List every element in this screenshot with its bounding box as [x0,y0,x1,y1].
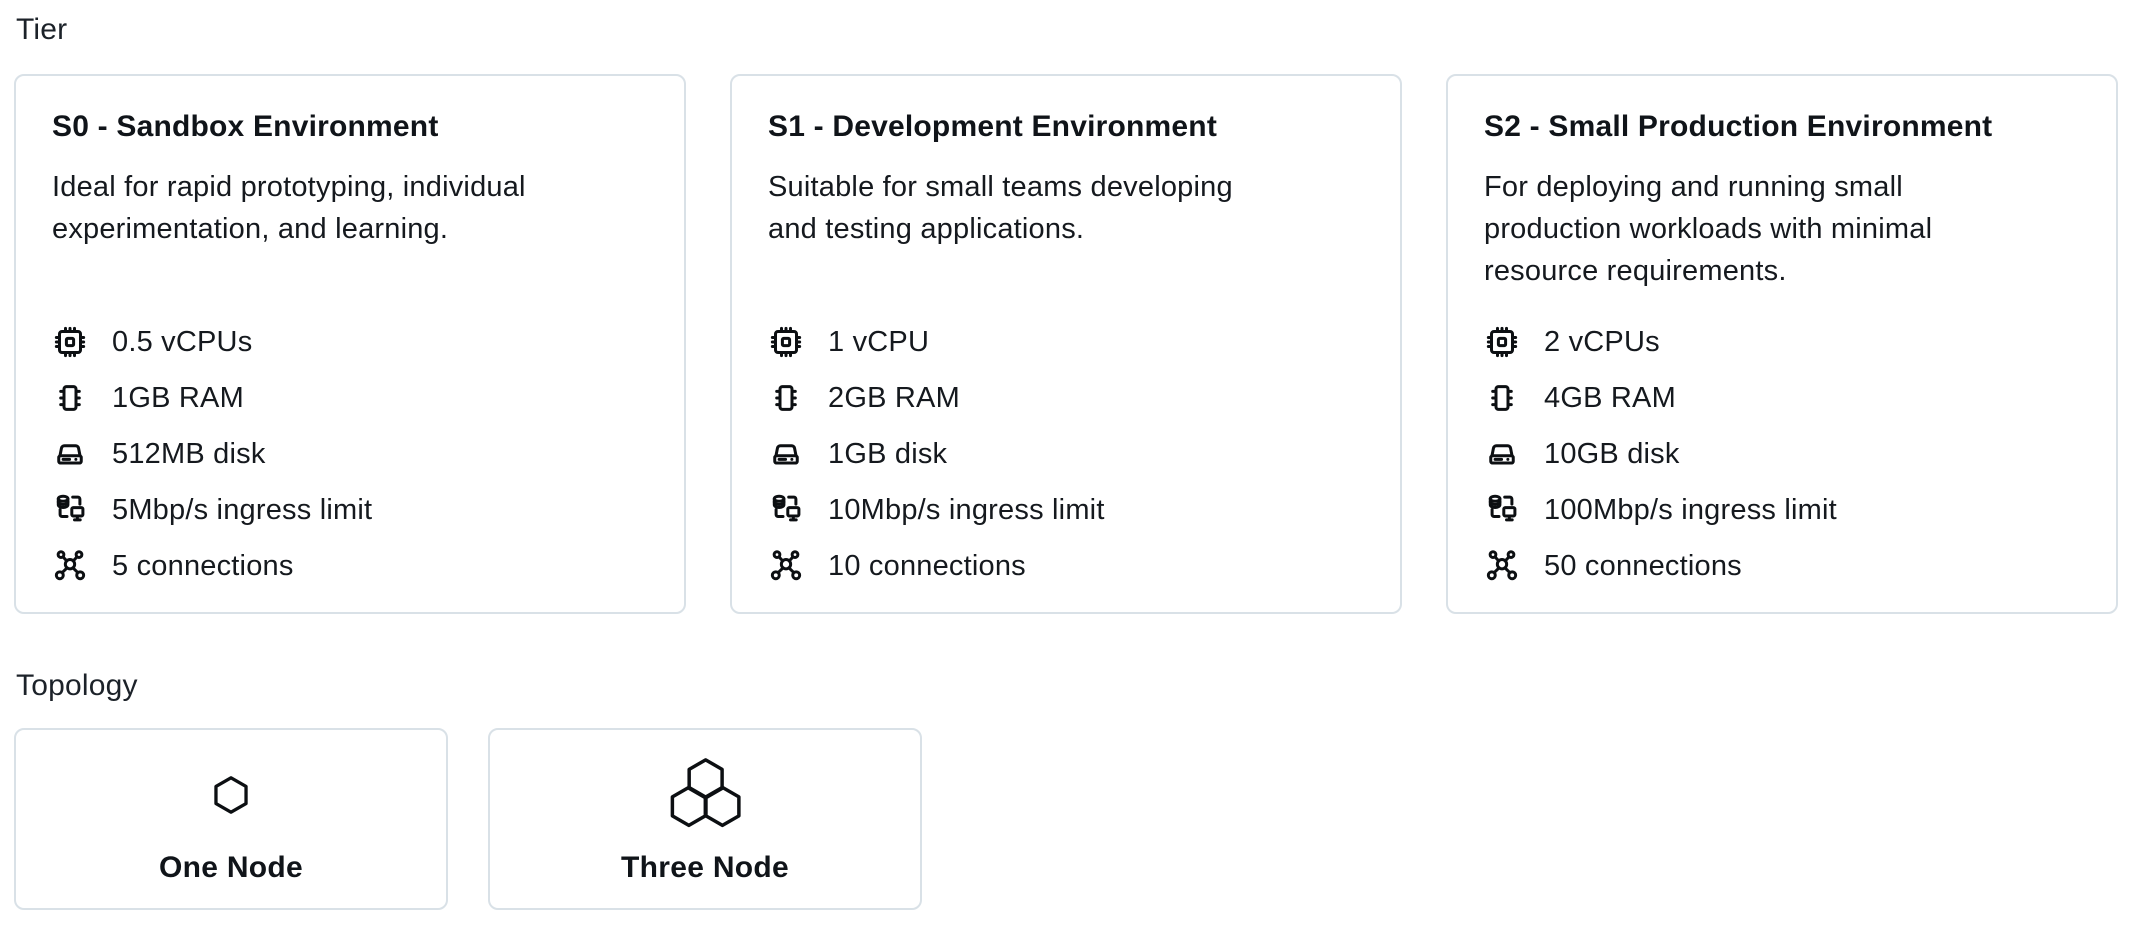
disk-icon [1484,436,1520,472]
tier-description: For deploying and running small producti… [1484,171,1933,287]
spec-row-disk: 1GB disk [768,436,1364,472]
ram-icon [768,380,804,416]
spec-label: 10Mbp/s ingress limit [828,494,1105,526]
cpu-icon [52,324,88,360]
tier-title: S1 - Development Environment [768,110,1218,143]
spec-row-ram: 1GB RAM [52,380,648,416]
ingress-icon [768,492,804,528]
spec-label: 1GB disk [828,438,948,470]
spec-label: 10GB disk [1544,438,1680,470]
disk-icon [52,436,88,472]
spec-row-connections: 50 connections [1484,548,2080,584]
connections-icon [52,548,88,584]
topology-section-label: Topology [16,669,138,702]
spec-label: 100Mbp/s ingress limit [1544,494,1837,526]
spec-row-connections: 5 connections [52,548,648,584]
topology-card-row: One Node Three Node [14,728,2118,910]
tier-card-s2[interactable]: S2 - Small Production Environment For de… [1446,74,2118,614]
tier-card-s0[interactable]: S0 - Sandbox Environment Ideal for rapid… [14,74,686,614]
connections-icon [1484,548,1520,584]
spec-list: 0.5 vCPUs 1GB RAM 512MB disk 5Mbp/s ingr… [52,324,648,584]
ingress-icon [1484,492,1520,528]
spec-row-disk: 512MB disk [52,436,648,472]
disk-icon [768,436,804,472]
spec-label: 0.5 vCPUs [112,326,253,358]
spec-label: 2 vCPUs [1544,326,1660,358]
spec-row-ingress: 100Mbp/s ingress limit [1484,492,2080,528]
spec-label: 1GB RAM [112,382,244,414]
spec-row-ram: 4GB RAM [1484,380,2080,416]
connections-icon [768,548,804,584]
spec-row-ram: 2GB RAM [768,380,1364,416]
spec-label: 5Mbp/s ingress limit [112,494,373,526]
topology-name: One Node [158,851,304,884]
spec-label: 4GB RAM [1544,382,1676,414]
tier-card-s1[interactable]: S1 - Development Environment Suitable fo… [730,74,1402,614]
spec-label: 1 vCPU [828,326,930,358]
spec-row-cpu: 2 vCPUs [1484,324,2080,360]
spec-row-ingress: 10Mbp/s ingress limit [768,492,1364,528]
cpu-icon [1484,324,1520,360]
ingress-icon [52,492,88,528]
spec-label: 2GB RAM [828,382,960,414]
ram-icon [52,380,88,416]
topology-name: Three Node [620,851,790,884]
spec-row-disk: 10GB disk [1484,436,2080,472]
spec-list: 1 vCPU 2GB RAM 1GB disk 10Mbp/s ingress … [768,324,1364,584]
spec-row-cpu: 1 vCPU [768,324,1364,360]
tier-card-row: S0 - Sandbox Environment Ideal for rapid… [14,74,2118,614]
spec-row-cpu: 0.5 vCPUs [52,324,648,360]
ram-icon [1484,380,1520,416]
tier-section-label: Tier [16,13,68,46]
one-node-icon [209,753,253,837]
spec-label: 512MB disk [112,438,266,470]
spec-row-ingress: 5Mbp/s ingress limit [52,492,648,528]
tier-description: Suitable for small teams developing and … [768,171,1233,245]
spec-label: 10 connections [828,550,1026,582]
cpu-icon [768,324,804,360]
topology-card-one-node[interactable]: One Node [14,728,448,910]
tier-title: S0 - Sandbox Environment [52,110,439,143]
tier-description: Ideal for rapid prototyping, individual … [52,171,526,245]
spec-label: 50 connections [1544,550,1742,582]
spec-row-connections: 10 connections [768,548,1364,584]
tier-title: S2 - Small Production Environment [1484,110,1993,143]
spec-list: 2 vCPUs 4GB RAM 10GB disk 100Mbp/s ingre… [1484,324,2080,584]
spec-label: 5 connections [112,550,294,582]
three-node-icon [667,753,743,837]
topology-card-three-node[interactable]: Three Node [488,728,922,910]
